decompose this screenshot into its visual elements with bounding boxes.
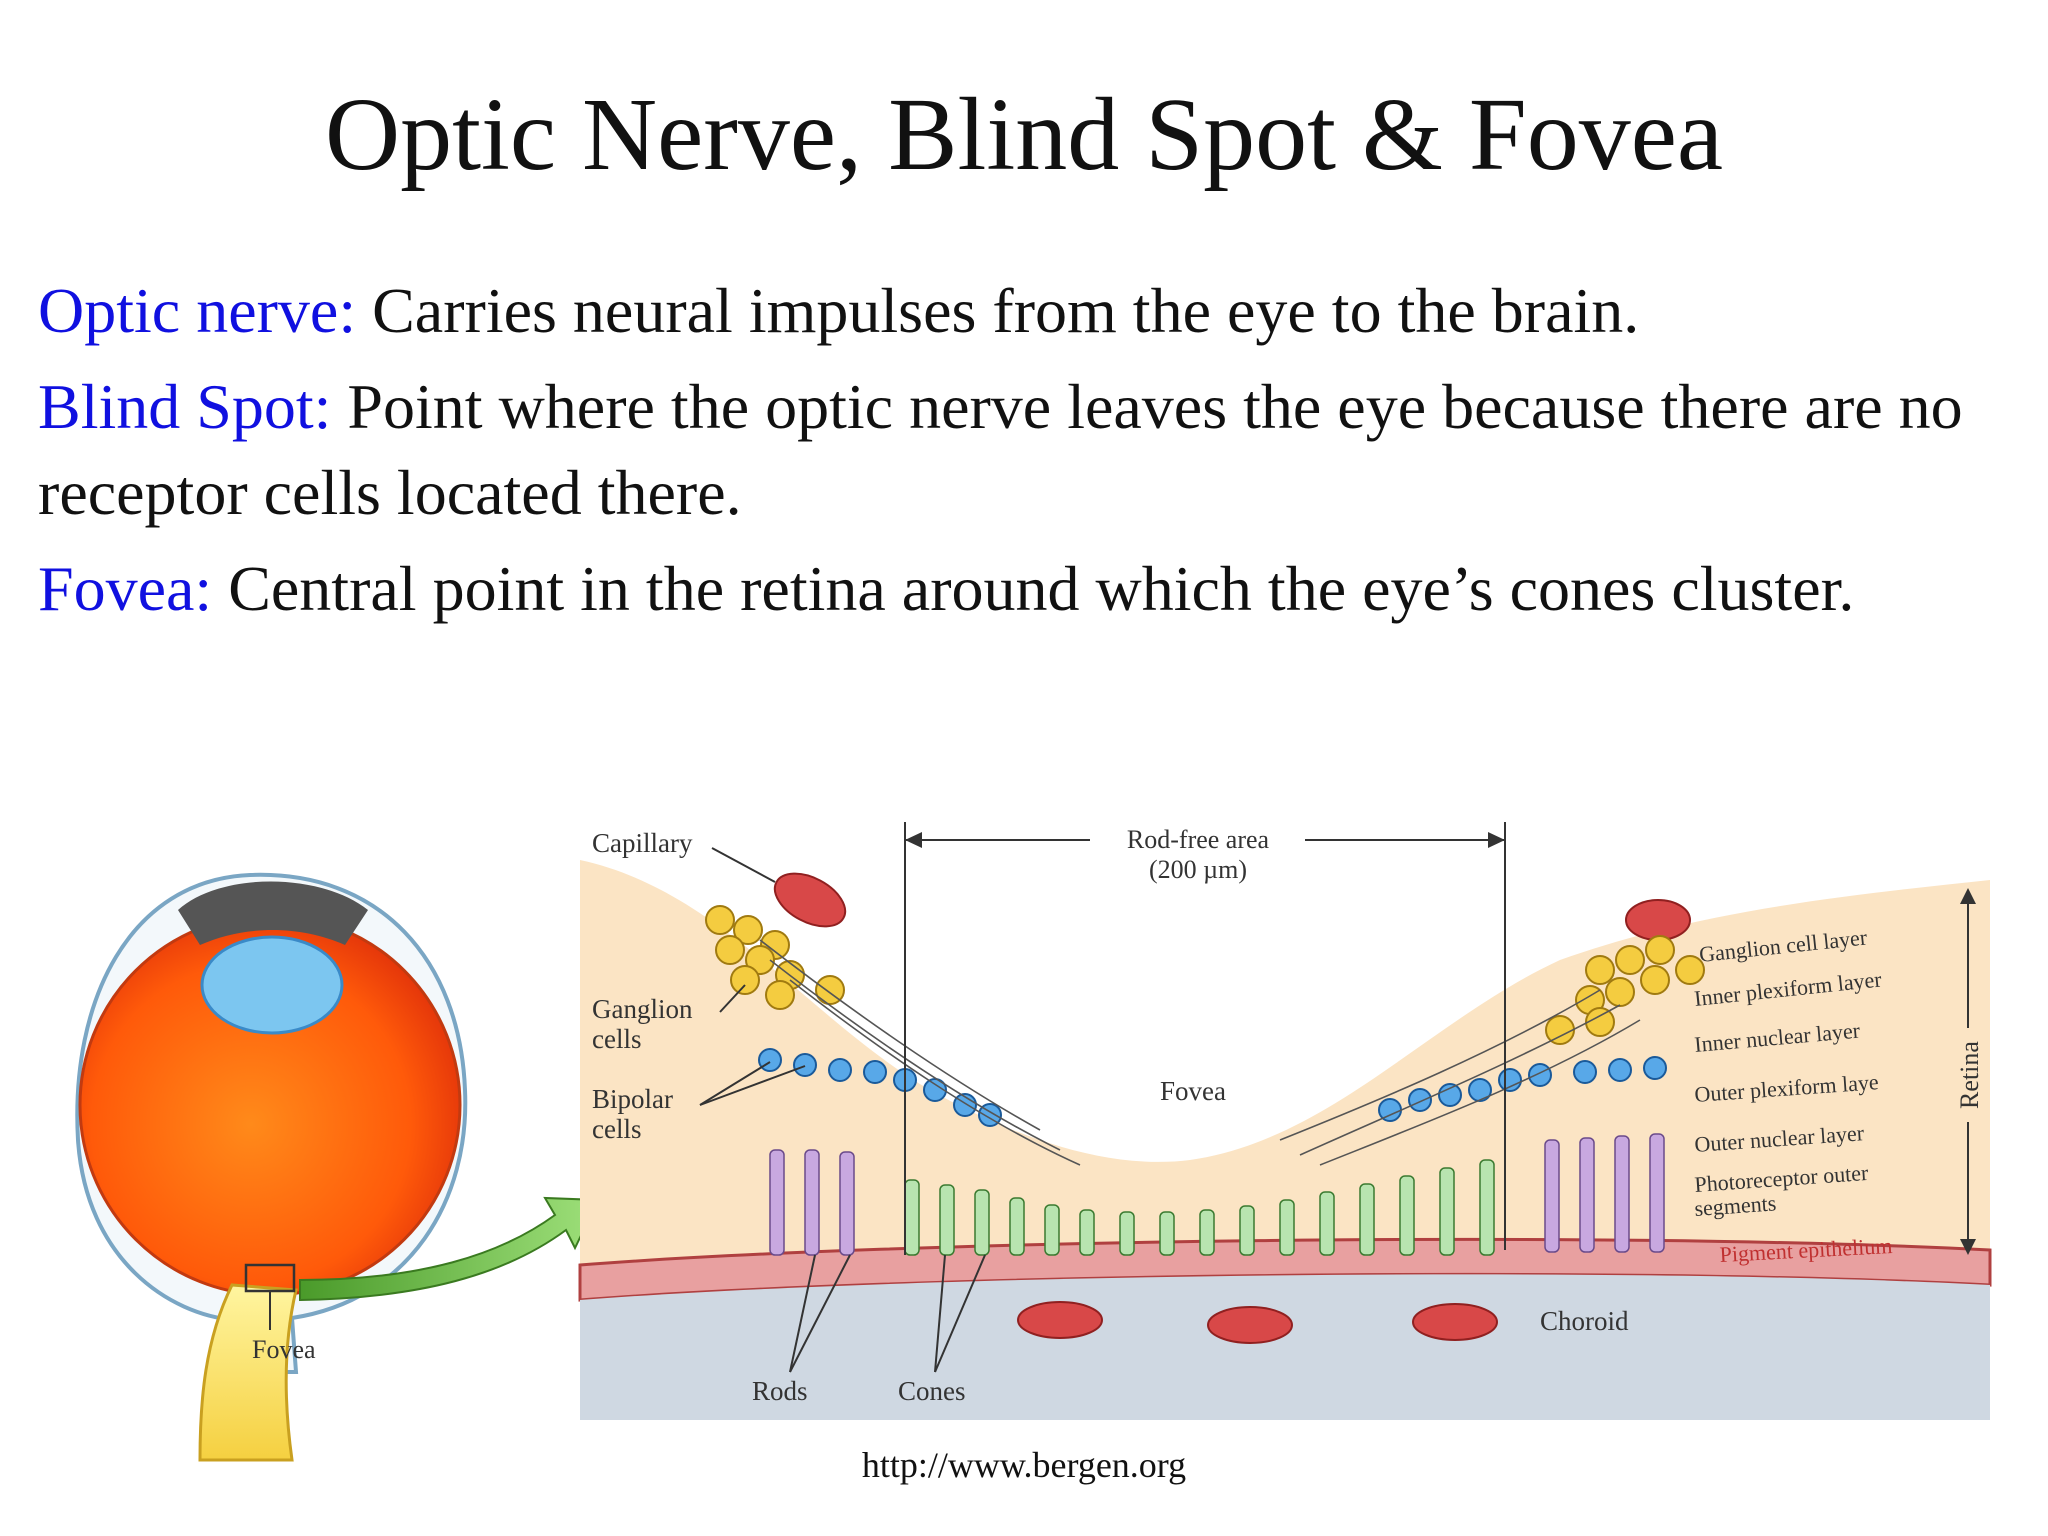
rod-free-size-label: (200 µm) (1149, 855, 1247, 884)
capillary-leader (711, 847, 776, 883)
ganglion-label: Ganglion (592, 994, 693, 1024)
definition-blind-spot: Blind Spot: Point where the optic nerve … (38, 364, 2028, 536)
photoreceptors (769, 1133, 1665, 1256)
fovea-pit-label: Fovea (1160, 1076, 1226, 1106)
bipolar-label: Bipolar (592, 1084, 673, 1114)
definitions: Optic nerve: Carries neural impulses fro… (38, 268, 2028, 642)
vessel-1 (1017, 1301, 1103, 1339)
rods-leader-2 (789, 1254, 851, 1373)
rods-leader-1 (789, 1254, 816, 1373)
term-fovea: Fovea: (38, 553, 213, 624)
slide-title: Optic Nerve, Blind Spot & Fovea (324, 77, 1724, 192)
retina-arrow-top (1960, 888, 1976, 904)
eye-fovea-label: Fovea (252, 1335, 316, 1364)
cones-label: Cones (898, 1376, 966, 1406)
capillary-left (773, 872, 847, 928)
choroid-layer (580, 1274, 1990, 1420)
bipolar-cells (758, 1048, 1667, 1127)
optic-nerve (198, 1283, 298, 1462)
eyeball: Fovea (75, 872, 468, 1462)
choroid-label: Choroid (1540, 1306, 1629, 1336)
ganglion-cells-right (1545, 935, 1705, 1045)
arrowhead-right (1488, 832, 1505, 848)
source-url: http://www.bergen.org (861, 1445, 1187, 1485)
bipolar-label-2: cells (592, 1114, 641, 1144)
definition-text-blind-spot: Point where the optic nerve leaves the e… (38, 371, 1963, 528)
cones-leader-1 (934, 1254, 946, 1373)
term-blind-spot: Blind Spot: (38, 371, 332, 442)
vessel-3 (1412, 1303, 1498, 1341)
definition-text-fovea: Central point in the retina around which… (212, 553, 1855, 624)
definition-text-optic-nerve: Carries neural impulses from the eye to … (356, 275, 1640, 346)
bipolar-leader-1 (699, 1061, 771, 1106)
capillary-right (1625, 899, 1691, 941)
vessel-2 (1207, 1306, 1293, 1344)
lens (200, 935, 344, 1035)
definition-fovea: Fovea: Central point in the retina aroun… (38, 546, 2028, 632)
arrowhead-left (905, 832, 922, 848)
rods-label: Rods (752, 1376, 808, 1406)
capillary-label: Capillary (592, 828, 693, 858)
retina-label-bg (1954, 1028, 1982, 1122)
rod-free-area-label: Rod-free area (1127, 825, 1270, 854)
layer-segments: segments (1694, 1190, 1777, 1221)
bipolar-leader-2 (699, 1065, 806, 1106)
ganglion-leader (719, 984, 746, 1013)
layer-labels: Ganglion cell layer Inner plexiform laye… (1693, 924, 1893, 1267)
eye-retina-diagram: Fovea (75, 822, 1992, 1462)
term-optic-nerve: Optic nerve: (38, 275, 357, 346)
ganglion-label-2: cells (592, 1024, 641, 1054)
cornea-iris (178, 881, 368, 945)
cones-leader-2 (934, 1254, 986, 1373)
retina-arrow-bottom (1960, 1239, 1976, 1255)
retina-label: Retina (1955, 1041, 1984, 1109)
retina-section: Rod-free area (200 µm) Capillary Ganglio… (578, 822, 1992, 1420)
cell-fibers (759, 939, 1641, 1166)
definition-optic-nerve: Optic nerve: Carries neural impulses fro… (38, 268, 2028, 354)
